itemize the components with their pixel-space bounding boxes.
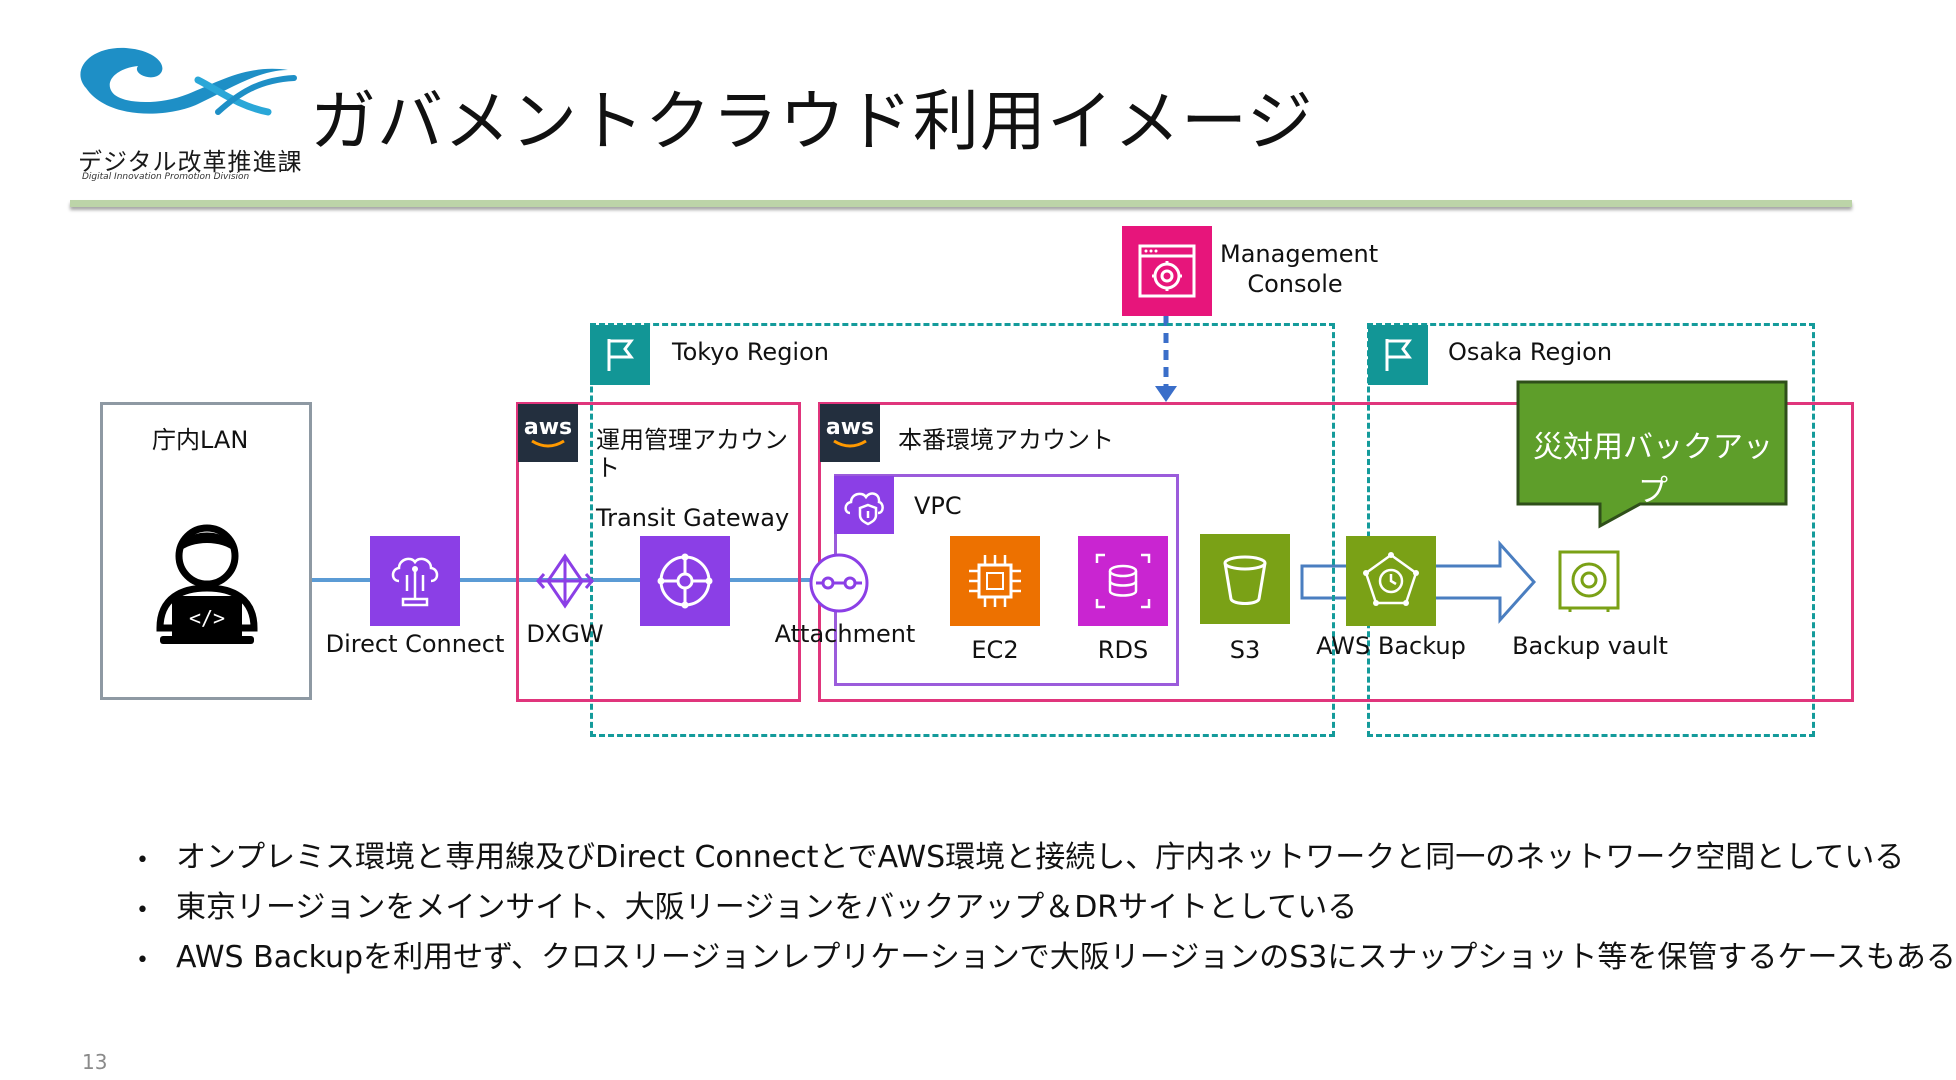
flag-icon xyxy=(1385,339,1412,371)
onprem-lan-box xyxy=(100,402,312,700)
bullet-text: AWS Backupを利用せず、クロスリージョンレプリケーションで大阪リージョン… xyxy=(176,940,1956,975)
developer-user-icon: </> xyxy=(152,518,262,648)
logo xyxy=(68,40,298,122)
s3-label: S3 xyxy=(1229,636,1261,664)
ops-account-label-line1: 運用管理アカウン xyxy=(596,426,788,454)
bullet-dot: • xyxy=(136,948,149,973)
onprem-lan-label: 庁内LAN xyxy=(152,426,249,454)
aws-backup-icon xyxy=(1363,552,1419,606)
svg-text:</>: </> xyxy=(189,606,225,630)
bullet-text: 東京リージョンをメインサイト、大阪リージョンをバックアップ＆DRサイトとしている xyxy=(176,890,1358,925)
aws-backup-label: AWS Backup xyxy=(1316,632,1466,660)
callout-bubble-shape xyxy=(1516,380,1788,529)
direct-connect-label: Direct Connect xyxy=(325,630,505,658)
aws-smile-icon xyxy=(531,439,565,448)
console-settings-icon xyxy=(1138,244,1196,298)
attachment-icon xyxy=(808,552,870,614)
aws-backup-tile xyxy=(1346,536,1436,626)
transit-gateway-tile xyxy=(640,536,730,626)
attachment-label: Attachment xyxy=(774,620,916,648)
rds-database-icon xyxy=(1095,553,1151,609)
flag-icon xyxy=(607,339,634,371)
list-item: • 東京リージョンをメインサイト、大阪リージョンをバックアップ＆DRサイトとしてい… xyxy=(136,882,1357,926)
osaka-region-label: Osaka Region xyxy=(1448,338,1613,366)
s3-bucket-icon xyxy=(1223,555,1267,605)
list-item: • オンプレミス環境と専用線及びDirect ConnectとでAWS環境と接続し… xyxy=(136,832,1904,876)
bullet-text: オンプレミス環境と専用線及びDirect ConnectとでAWS環境と接続し、… xyxy=(176,840,1905,875)
prod-account-box xyxy=(818,402,1854,702)
ec2-tile xyxy=(950,536,1040,626)
org-name-en: Digital Innovation Promotion Division xyxy=(82,172,250,182)
backup-vault-icon xyxy=(1556,548,1622,616)
tokyo-region-flag-tile xyxy=(590,325,650,385)
dr-backup-callout-text: 災対用バックアップ xyxy=(1533,430,1773,509)
transit-gateway-label: Transit Gateway xyxy=(596,504,790,532)
ops-account-box xyxy=(516,402,801,702)
list-item: • AWS Backupを利用せず、クロスリージョンレプリケーションで大阪リージョ… xyxy=(136,932,1956,976)
vpc-cloud-shield-icon xyxy=(844,492,884,526)
org-name: デジタル改革推進課 xyxy=(78,148,303,176)
aws-smile-icon xyxy=(833,439,867,448)
vpc-icon-tile xyxy=(834,476,894,534)
page-title: ガバメントクラウド利用イメージ xyxy=(310,83,1314,160)
osaka-region-flag-tile xyxy=(1368,325,1428,385)
rds-tile xyxy=(1078,536,1168,626)
tokyo-region-box xyxy=(590,323,1335,737)
backup-vault-label: Backup vault xyxy=(1512,632,1668,660)
prod-account-aws-badge: aws xyxy=(820,404,880,462)
dr-backup-callout xyxy=(1516,380,1788,530)
direct-connect-icon xyxy=(391,557,439,607)
tokyo-region-label: Tokyo Region xyxy=(672,338,829,366)
ec2-label: EC2 xyxy=(971,636,1019,664)
management-console-label-line1: Management xyxy=(1220,240,1379,268)
management-console-label-line2: Console xyxy=(1247,270,1343,298)
bullet-dot: • xyxy=(136,848,149,873)
transit-gateway-icon xyxy=(657,553,713,609)
dxgw-icon xyxy=(534,552,596,610)
ops-account-aws-badge: aws xyxy=(518,404,578,462)
management-console-tile xyxy=(1122,226,1212,316)
aws-logo-text: aws xyxy=(825,415,875,440)
page-number: 13 xyxy=(82,1050,108,1074)
title-divider xyxy=(70,200,1852,207)
direct-connect-tile xyxy=(370,536,460,626)
wave-logo-icon xyxy=(80,47,297,116)
s3-tile xyxy=(1200,534,1290,624)
bullet-dot: • xyxy=(136,898,149,923)
osaka-region-box xyxy=(1367,323,1815,737)
prod-account-label: 本番環境アカウント xyxy=(898,426,1114,454)
ops-account-label-line2: ト xyxy=(596,454,620,482)
dxgw-label: DXGW xyxy=(526,620,604,648)
vpc-label: VPC xyxy=(914,492,962,520)
aws-logo-text: aws xyxy=(523,415,573,440)
ec2-chip-icon xyxy=(969,555,1021,607)
rds-label: RDS xyxy=(1097,636,1149,664)
